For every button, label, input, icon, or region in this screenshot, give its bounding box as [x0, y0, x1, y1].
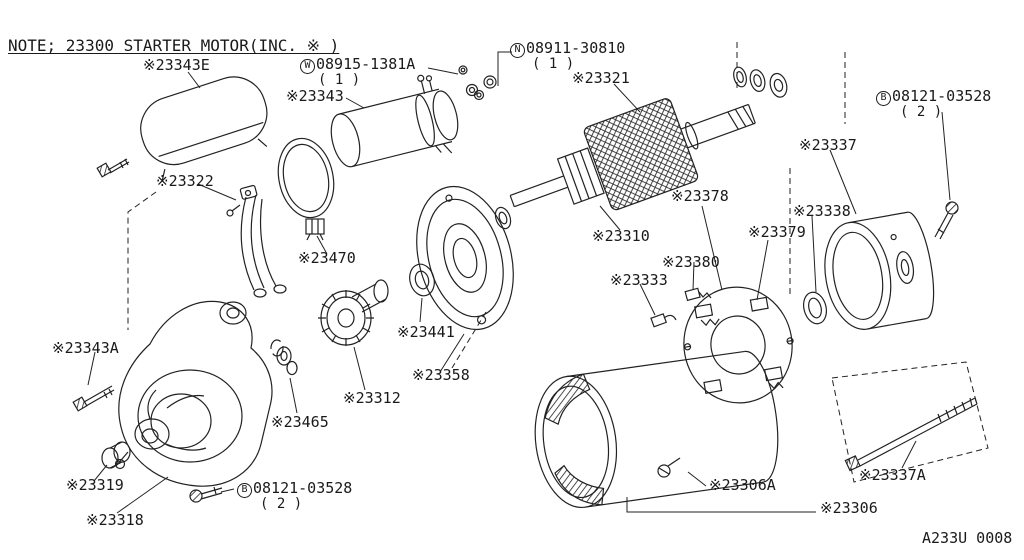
armature-washer-art: [494, 206, 512, 230]
brush-holder-art: [683, 286, 794, 404]
label-23379: ※23379: [748, 223, 806, 241]
label-08121-top-number: 08121-03528: [892, 87, 992, 105]
label-08911-qty: ( 1 ): [532, 56, 575, 72]
leader-lines: [87, 51, 951, 514]
label-08121-top-qty: ( 2 ): [900, 104, 943, 120]
front-bushing-art: [101, 441, 131, 469]
circled-w-icon: W: [300, 58, 315, 74]
label-23310: ※23310: [592, 227, 650, 245]
bearing-art: [409, 263, 435, 297]
shift-fork-art: [226, 184, 287, 298]
rear-bushing-art: [802, 291, 828, 325]
dashed-construction-lines: [127, 42, 989, 483]
circled-b-icon-top: B: [876, 90, 891, 106]
circled-b-icon-bottom: B: [237, 482, 252, 498]
label-23343A: ※23343A: [52, 339, 119, 357]
label-23343: ※23343: [286, 87, 344, 105]
label-23338: ※23338: [793, 202, 851, 220]
label-08121-bottom-number: 08121-03528: [253, 479, 353, 497]
label-23380: ※23380: [662, 253, 720, 271]
label-23465: ※23465: [271, 413, 329, 431]
label-23337A: ※23337A: [859, 466, 926, 484]
cover-screw-art: [96, 158, 130, 178]
dust-cover-art: [140, 76, 268, 181]
gasket-ring-art: [277, 137, 335, 219]
thrust-washers-art: [733, 66, 788, 98]
label-23333: ※23333: [610, 271, 668, 289]
solenoid-washers-art: [458, 65, 497, 101]
label-23322: ※23322: [156, 172, 214, 190]
loose-brushes-art: [650, 287, 712, 328]
center-bracket-art: [416, 185, 514, 331]
stop-washers-art: [270, 339, 298, 376]
label-23378: ※23378: [671, 187, 729, 205]
label-23470: ※23470: [298, 249, 356, 267]
through-bolt-art: [844, 397, 978, 472]
label-08911-number: 08911-30810: [526, 39, 626, 57]
drawing-code: A233U 0008: [922, 529, 1013, 547]
label-23306: ※23306: [820, 499, 878, 517]
label-23318: ※23318: [86, 511, 144, 529]
label-23312: ※23312: [343, 389, 401, 407]
label-23358: ※23358: [412, 366, 470, 384]
label-23343E: ※23343E: [143, 56, 210, 74]
label-08915-number: 08915-1381A: [316, 55, 416, 73]
rear-cover-art: [824, 211, 935, 330]
label-23337: ※23337: [799, 136, 857, 154]
label-23306A: ※23306A: [709, 476, 776, 494]
top-screw-art: [934, 201, 959, 240]
label-08915-qty: ( 1 ): [318, 72, 361, 88]
label-23319: ※23319: [66, 476, 124, 494]
yoke-housing-art: [534, 350, 779, 509]
front-housing-art: [114, 300, 273, 487]
label-23321: ※23321: [572, 69, 630, 87]
pole-screw-art: [657, 457, 681, 478]
solenoid-art: [330, 74, 459, 168]
label-08121-bottom-qty: ( 2 ): [260, 496, 303, 512]
label-23441: ※23441: [397, 323, 455, 341]
note-text: NOTE; 23300 STARTER MOTOR(INC. ※ ): [8, 36, 340, 55]
housing-bolt-art: [72, 385, 115, 412]
pinion-gear-art: [318, 279, 389, 346]
bottom-screw-art: [189, 486, 223, 503]
circled-n-icon: N: [510, 42, 525, 58]
armature-art: [509, 98, 756, 211]
grommet-art: [305, 218, 325, 241]
